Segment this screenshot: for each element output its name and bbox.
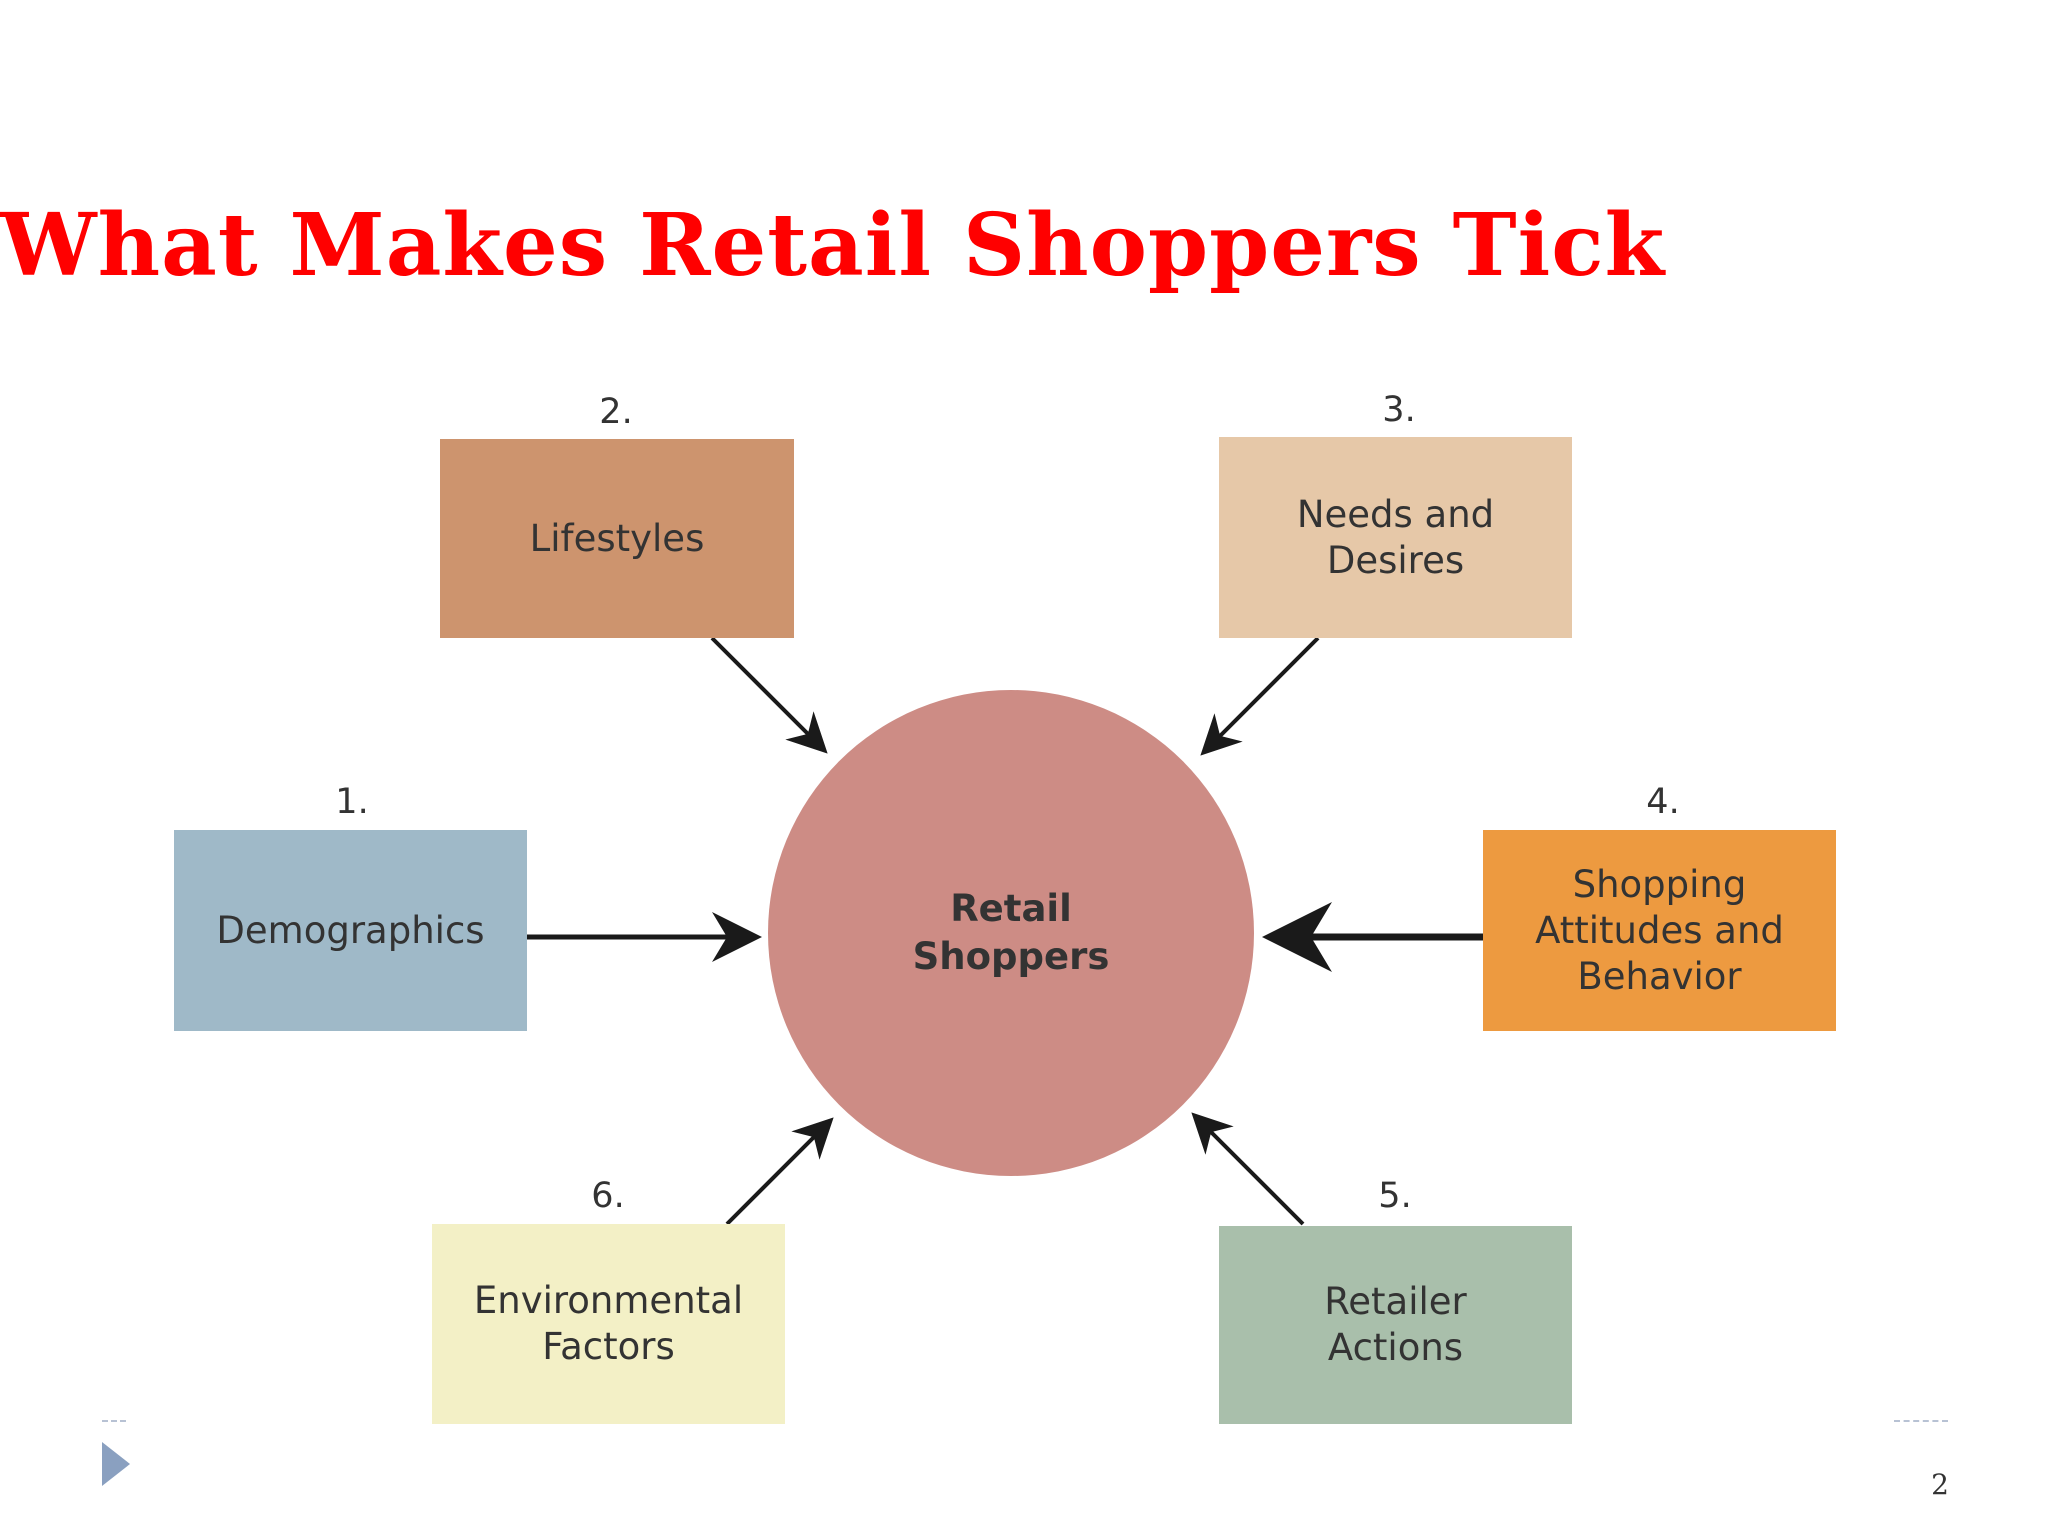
factor-label-line2: Factors <box>542 1325 675 1368</box>
center-label-line2: Shoppers <box>912 935 1110 978</box>
arrow-needs-desires <box>1200 636 1320 756</box>
factor-label-line2: Attitudes and <box>1535 908 1784 952</box>
slide-title: What Makes Retail Shoppers Tick <box>0 195 1666 296</box>
arrow-retailer-actions <box>1191 1112 1305 1226</box>
factor-box-shopping-attitudes: Shopping Attitudes and Behavior <box>1483 830 1836 1031</box>
factor-label-line2: Actions <box>1327 1326 1464 1369</box>
footer-divider-left <box>102 1420 126 1422</box>
factor-number-6: 6. <box>591 1176 625 1216</box>
factor-box-retailer-actions: Retailer Actions <box>1219 1226 1572 1424</box>
factor-label: Demographics <box>216 908 485 952</box>
factor-label-line1: Shopping <box>1572 862 1747 906</box>
center-label-line1: Retail <box>950 887 1072 930</box>
factor-label-line1: Retailer <box>1324 1280 1467 1323</box>
arrow-lifestyles <box>710 636 828 754</box>
factor-label-line3: Behavior <box>1577 954 1742 998</box>
factor-number-5: 5. <box>1378 1176 1412 1216</box>
play-triangle-icon <box>102 1442 130 1486</box>
page-number: 2 <box>1931 1468 1949 1501</box>
footer-divider-right <box>1894 1420 1948 1422</box>
factor-number-2: 2. <box>599 392 633 432</box>
factor-number-3: 3. <box>1382 390 1416 430</box>
factor-box-demographics: Demographics <box>174 830 527 1031</box>
arrow-environmental <box>725 1117 834 1226</box>
center-circle: Retail Shoppers <box>768 690 1254 1176</box>
factor-label: Lifestyles <box>529 516 705 560</box>
factor-label-line1: Needs and <box>1296 492 1495 536</box>
factor-number-4: 4. <box>1646 782 1680 822</box>
factor-box-environmental: Environmental Factors <box>432 1224 785 1424</box>
factor-box-needs-desires: Needs and Desires <box>1219 437 1572 638</box>
factor-box-lifestyles: Lifestyles <box>440 439 794 638</box>
factor-label-line2: Desires <box>1326 538 1465 582</box>
factor-label-line1: Environmental <box>473 1279 744 1322</box>
factor-number-1: 1. <box>335 782 369 822</box>
